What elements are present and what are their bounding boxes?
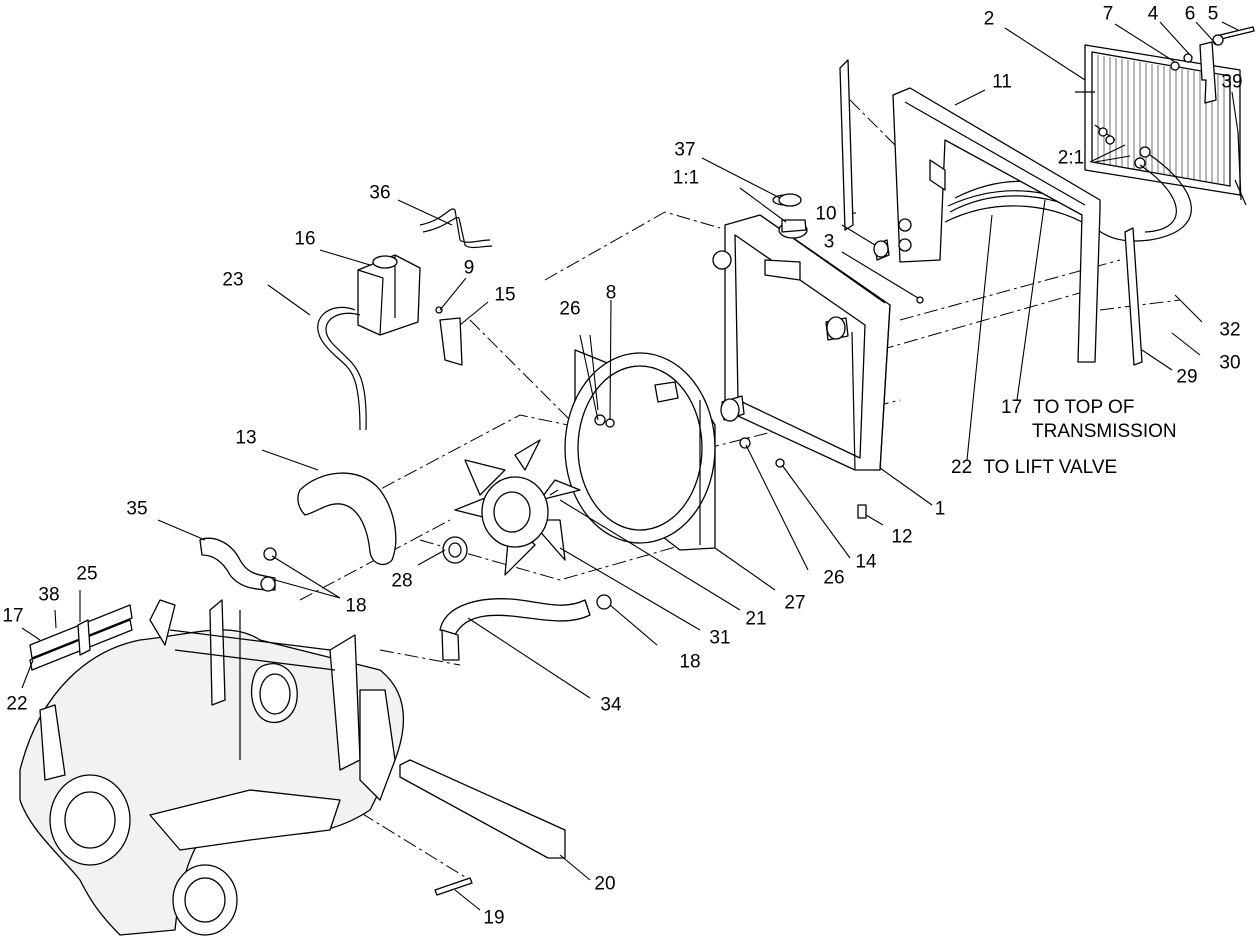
upper-radiator-hose — [297, 472, 397, 566]
callout-18a: 18 — [345, 595, 367, 617]
callout-35: 35 — [126, 498, 148, 520]
leader-lines — [21, 21, 1239, 911]
cooler-mount-hardware — [1170, 26, 1255, 206]
callout-16: 16 — [294, 228, 316, 250]
note-17-line2: TRANSMISSION — [1032, 421, 1177, 442]
callout-21: 21 — [745, 608, 767, 630]
callout-5: 5 — [1207, 3, 1219, 25]
callout-20: 20 — [594, 873, 616, 895]
callout-ratio-2-1: 2:1 — [1057, 147, 1085, 169]
callout-10: 10 — [815, 203, 837, 225]
note-17-line2-row: TRANSMISSION — [1032, 421, 1177, 443]
callout-38: 38 — [38, 584, 60, 606]
callout-29: 29 — [1176, 366, 1198, 388]
seal-strip-20 — [399, 759, 566, 859]
callout-1: 1 — [934, 498, 946, 520]
callout-36: 36 — [369, 182, 391, 204]
callout-ratio-1-1: 1:1 — [672, 167, 700, 189]
callout-4: 4 — [1147, 3, 1159, 25]
callout-18b: 18 — [679, 651, 701, 673]
note-22-text: TO LIFT VALVE — [983, 457, 1118, 478]
callout-13: 13 — [235, 427, 257, 449]
cooling-fan — [442, 439, 581, 576]
callout-27: 27 — [784, 592, 806, 614]
callout-9: 9 — [463, 257, 475, 279]
callout-32: 32 — [1219, 319, 1241, 341]
bypass-hose — [199, 537, 277, 592]
callout-14: 14 — [855, 551, 877, 573]
callout-12: 12 — [891, 526, 913, 548]
note-22-destination: 22 TO LIFT VALVE — [951, 457, 1117, 479]
callout-22: 22 — [6, 693, 28, 715]
shroud-bracket — [852, 87, 1101, 363]
callout-39: 39 — [1221, 71, 1243, 93]
callout-6: 6 — [1184, 3, 1196, 25]
seal-strips — [839, 59, 1143, 366]
callout-26b: 26 — [823, 567, 845, 589]
note-17-line1: TO TOP OF — [1033, 397, 1135, 418]
tank-bracket — [435, 306, 463, 366]
callout-11: 11 — [992, 71, 1012, 93]
pressure-cap — [778, 193, 802, 207]
callout-3: 3 — [823, 231, 835, 253]
lower-radiator-hose — [439, 594, 612, 661]
callout-25: 25 — [76, 563, 98, 585]
note-17-destination: 17 TO TOP OF — [1001, 397, 1134, 419]
callout-19: 19 — [483, 907, 505, 929]
oil-cooler — [1075, 44, 1241, 196]
note-22-number: 22 — [951, 457, 973, 478]
callout-17: 17 — [2, 605, 24, 627]
assembly-centerlines — [299, 99, 1181, 881]
radiator — [712, 194, 924, 519]
note-17-number: 17 — [1001, 397, 1023, 418]
callout-28: 28 — [391, 570, 413, 592]
engine-assembly — [19, 599, 405, 936]
callout-30: 30 — [1219, 352, 1241, 374]
callout-31: 31 — [709, 627, 731, 649]
callout-8: 8 — [605, 282, 617, 304]
callout-15: 15 — [494, 284, 516, 306]
callout-37: 37 — [674, 139, 696, 161]
callout-7: 7 — [1102, 3, 1114, 25]
callout-23: 23 — [222, 269, 244, 291]
expansion-tank — [357, 254, 421, 336]
fan-shroud — [564, 349, 716, 551]
bolt-19 — [434, 877, 473, 896]
callout-26a: 26 — [559, 298, 581, 320]
callout-34: 34 — [600, 694, 622, 716]
engine-hydraulic-lines — [29, 604, 133, 671]
callout-2: 2 — [983, 8, 995, 30]
